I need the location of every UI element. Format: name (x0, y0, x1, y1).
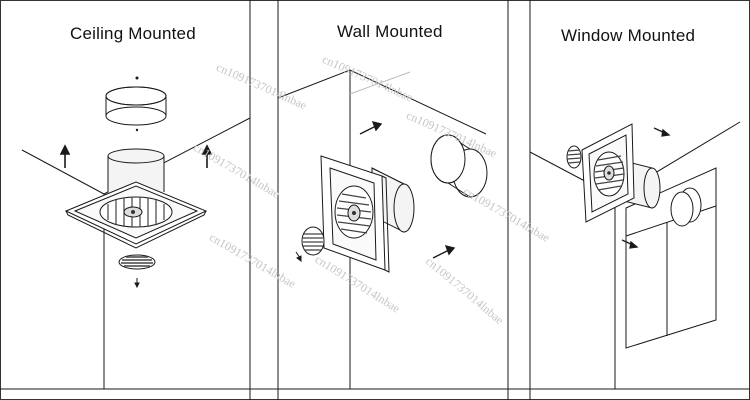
ceiling-mounted-title: Ceiling Mounted (70, 24, 196, 43)
wall-mounted-title: Wall Mounted (337, 22, 443, 41)
ceiling-vent-grille (118, 254, 156, 270)
ceiling-mount-illustration (21, 76, 251, 389)
arrow-right-icon (432, 244, 456, 259)
window-mounted-title: Window Mounted (561, 26, 696, 45)
arrow-right-icon (359, 120, 383, 135)
wall-duct-ring (430, 134, 488, 198)
arrow-down-icon (295, 251, 302, 262)
wall-top-edge (277, 69, 487, 135)
window-vent-grille (566, 145, 582, 169)
wall-vent-grille (301, 226, 325, 256)
ceiling-fan-body (107, 148, 165, 192)
wall-mount-illustration (277, 69, 488, 389)
arrow-right-icon (621, 239, 639, 249)
window-duct-ring (670, 187, 702, 227)
ceiling-duct-ring (105, 86, 167, 126)
wall-fan-faceplate (320, 155, 390, 273)
arrow-up-icon (59, 144, 71, 168)
window-fan-faceplate (581, 123, 635, 223)
arrow-down-icon (134, 278, 140, 289)
ceiling-fan-faceplate (64, 181, 208, 249)
arrow-right-icon (653, 127, 671, 137)
arrow-up-icon (201, 144, 213, 168)
window-mount-illustration (529, 121, 741, 389)
